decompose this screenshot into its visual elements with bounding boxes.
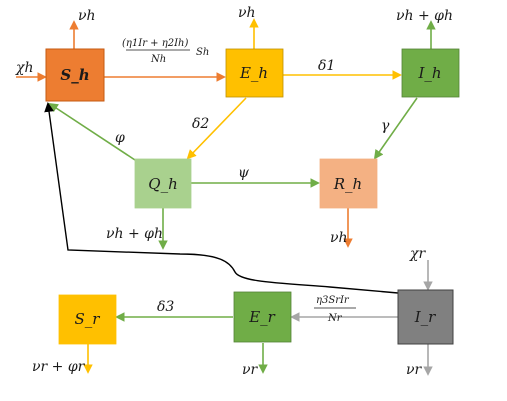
- rate-gamma: γ: [381, 118, 390, 134]
- rate-nu-sr-phi: νr + φr: [32, 359, 86, 375]
- label-e-r: E_r: [248, 308, 275, 326]
- label-i-r: I_r: [414, 308, 436, 326]
- rate-psi: ψ: [238, 165, 250, 181]
- label-e-h: E_h: [239, 64, 268, 82]
- box-i-h: I_h: [401, 48, 460, 98]
- rate-chi-r: χr: [409, 246, 426, 262]
- box-s-h: S_h: [45, 48, 105, 102]
- label-s-h: S_h: [60, 66, 89, 84]
- rate-force-h-denominator: Nh: [150, 54, 166, 65]
- label-r-h: R_h: [333, 175, 362, 193]
- rate-delta-1: δ1: [318, 58, 335, 74]
- rate-nu-qh-phi: νh + φh: [106, 226, 163, 242]
- rate-nu-ih-phi: νh + φh: [396, 8, 453, 24]
- label-q-h: Q_h: [148, 175, 177, 193]
- rate-force-r-numerator: η3SrIr: [316, 295, 350, 306]
- label-i-h: I_h: [417, 64, 441, 82]
- box-s-r: S_r: [58, 294, 117, 345]
- arrow-ih-to-rh: [373, 97, 418, 160]
- rate-nu-ir: νr: [406, 362, 423, 378]
- box-e-h: E_h: [225, 48, 284, 98]
- rate-nu-er: νr: [242, 362, 259, 378]
- rate-force-r-denominator: Nr: [327, 313, 343, 324]
- box-i-r: I_r: [397, 289, 454, 345]
- arrow-qh-to-sh: [48, 102, 136, 161]
- label-s-r: S_r: [75, 310, 101, 328]
- rate-nu-sh: νh: [78, 8, 96, 24]
- arrow-eh-to-qh: [186, 97, 247, 160]
- box-e-r: E_r: [233, 291, 292, 343]
- box-r-h: R_h: [319, 158, 378, 209]
- box-q-h: Q_h: [134, 158, 192, 209]
- rate-force-h-numerator: (η1Ir + η2Ih): [122, 38, 188, 49]
- rate-phi: φ: [115, 130, 125, 146]
- rate-delta-2: δ2: [192, 116, 209, 132]
- rate-nu-eh: νh: [238, 5, 256, 21]
- rate-force-h-tail: Sh: [196, 47, 209, 58]
- rate-nu-rh: νh: [330, 230, 348, 246]
- rate-chi-h: χh: [15, 60, 34, 76]
- rate-delta-3: δ3: [157, 299, 174, 315]
- arrow-ir-to-sh: [44, 102, 399, 294]
